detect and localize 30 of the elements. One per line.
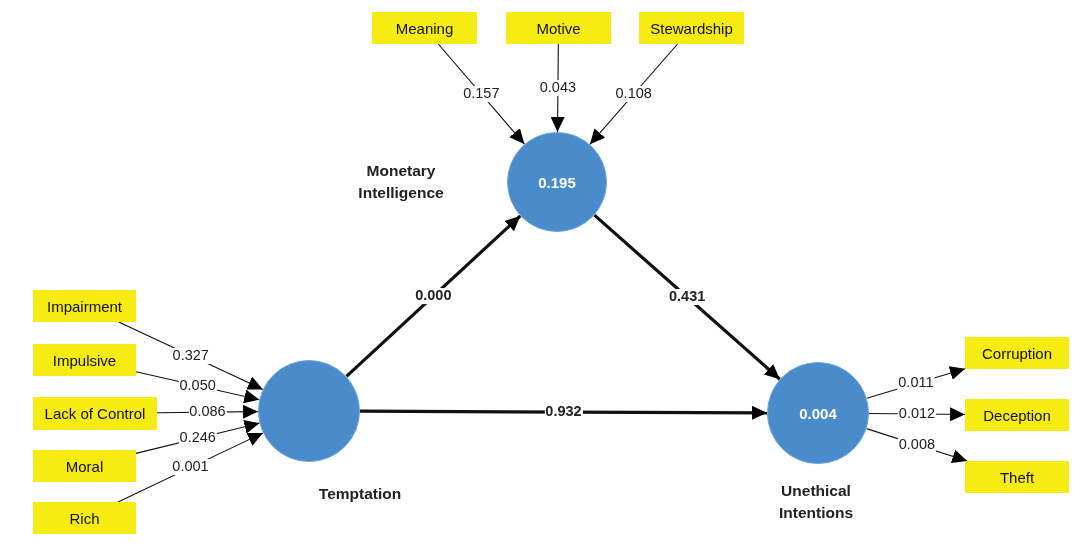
construct-circle: 0.004 [767, 362, 869, 464]
indicator-box: Stewardship [639, 12, 744, 44]
edge-label: 0.431 [668, 289, 707, 306]
edge-label: 0.043 [538, 80, 578, 96]
construct-label: Unethical Intentions [777, 480, 855, 523]
indicator-box: Impulsive [33, 344, 136, 376]
edge-label: 0.327 [171, 347, 210, 364]
edge-label: 0.000 [414, 288, 453, 305]
indicator-box: Meaning [372, 12, 477, 44]
edge-label: 0.001 [171, 459, 210, 476]
indicator-box: Corruption [965, 337, 1069, 369]
indicator-box: Moral [33, 450, 136, 482]
arrow [345, 214, 522, 378]
construct-circle: 0.195 [507, 132, 607, 232]
indicator-box: Lack of Control [33, 397, 157, 430]
edge-label: 0.008 [897, 436, 937, 453]
arrow [593, 213, 781, 381]
indicator-box: Deception [965, 399, 1069, 431]
construct-label: Temptation [317, 483, 403, 504]
construct-label: Monetary Intelligence [357, 160, 445, 203]
indicator-box: Motive [506, 12, 611, 44]
indicator-box: Impairment [33, 290, 136, 322]
edge-label: 0.050 [178, 377, 217, 394]
edge-label: 0.108 [614, 86, 653, 103]
edge-label: 0.157 [462, 86, 501, 102]
edge-label: 0.246 [178, 430, 217, 447]
arrow [360, 405, 767, 420]
indicator-box: Rich [33, 502, 136, 534]
edge-label: 0.011 [897, 375, 935, 392]
indicator-box: Theft [965, 461, 1069, 493]
